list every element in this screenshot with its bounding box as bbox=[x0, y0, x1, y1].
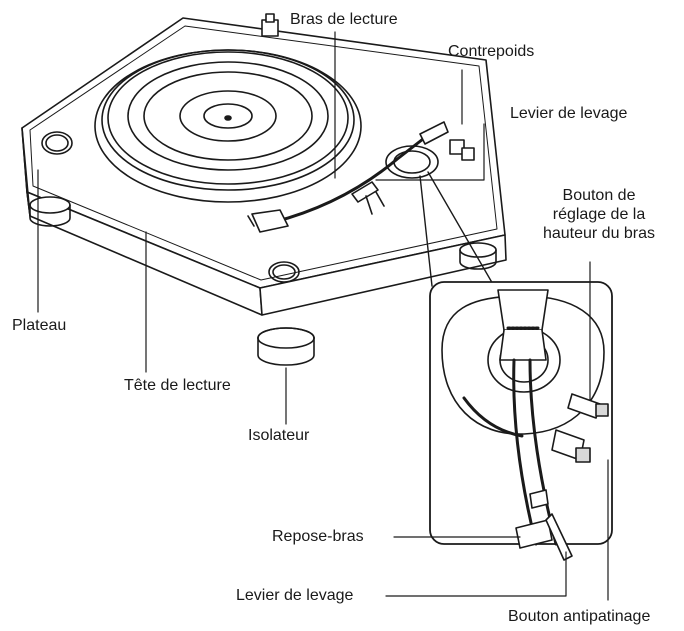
label-bouton-hauteur-line3: hauteur du bras bbox=[542, 225, 656, 242]
tonearm-main bbox=[247, 121, 449, 233]
leader-lines bbox=[37, 31, 609, 601]
label-bouton-hauteur-line2: réglage de la bbox=[552, 206, 646, 223]
platter bbox=[94, 49, 362, 203]
label-isolateur: Isolateur bbox=[248, 427, 310, 444]
label-bras-de-lecture: Bras de lecture bbox=[290, 11, 398, 28]
corner-screws bbox=[261, 13, 475, 161]
label-levier-de-levage-top: Levier de levage bbox=[510, 105, 628, 122]
label-tete-de-lecture: Tête de lecture bbox=[124, 377, 231, 394]
label-repose-bras: Repose-bras bbox=[272, 528, 364, 545]
label-bouton-hauteur: Bouton de réglage de la hauteur du bras bbox=[524, 186, 674, 243]
label-bouton-hauteur-line1: Bouton de bbox=[562, 187, 636, 204]
label-levier-de-levage-bottom: Levier de levage bbox=[236, 587, 354, 604]
feet bbox=[29, 196, 497, 366]
detail-inset bbox=[429, 281, 613, 561]
zoom-lines bbox=[419, 171, 495, 287]
label-contrepoids: Contrepoids bbox=[448, 43, 535, 60]
label-plateau: Plateau bbox=[12, 317, 67, 334]
corner-rings bbox=[41, 131, 300, 283]
label-bouton-antipatinage: Bouton antipatinage bbox=[508, 608, 651, 625]
